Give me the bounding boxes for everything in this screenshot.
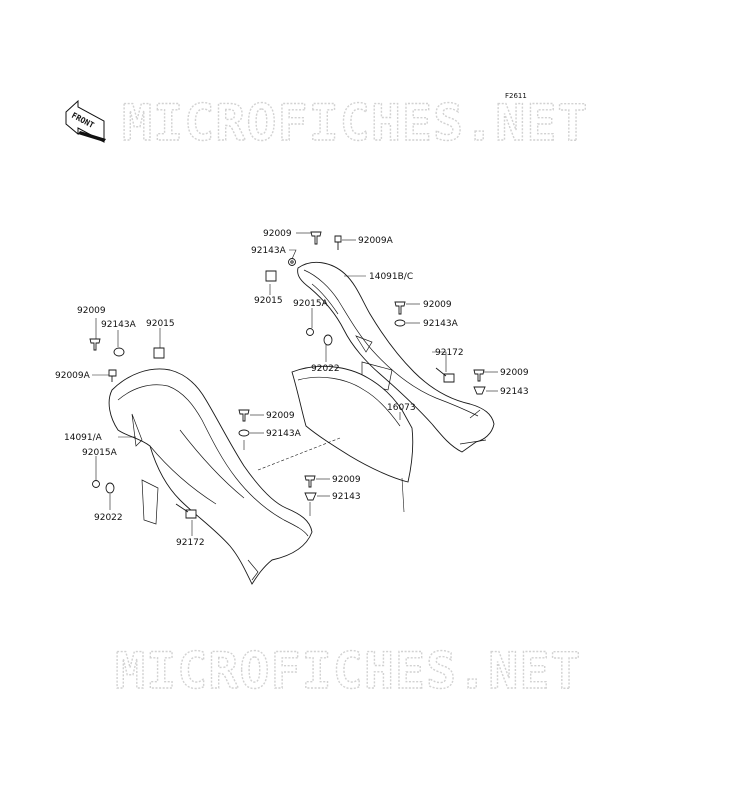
label-14091a: 14091/A xyxy=(64,433,103,443)
label-92009-right-top: 92009 xyxy=(263,229,292,239)
screw-icon xyxy=(304,475,316,488)
label-16073: 16073 xyxy=(387,403,416,413)
clip-icon xyxy=(265,270,277,282)
label-92015a-left: 92015A xyxy=(82,448,118,458)
screw-icon xyxy=(89,338,101,351)
label-14091bc: 14091B/C xyxy=(369,272,413,282)
washer-icon xyxy=(113,347,125,357)
watermark-top: MICROFICHES.NET xyxy=(122,94,589,152)
inner-panel xyxy=(291,365,414,483)
clip-icon xyxy=(153,347,165,359)
label-92009a-left: 92009A xyxy=(55,371,91,381)
label-92172-right: 92172 xyxy=(435,348,464,358)
screw-icon xyxy=(238,409,250,422)
washer-icon xyxy=(394,319,406,327)
label-92172-left: 92172 xyxy=(176,538,205,548)
left-side-cover xyxy=(108,368,313,585)
label-92022-right: 92022 xyxy=(311,364,340,374)
label-92143-right-side: 92143 xyxy=(500,387,529,397)
label-92015-left-top: 92015 xyxy=(146,319,175,329)
label-92015-right: 92015 xyxy=(254,296,283,306)
label-92143a-center-mid: 92143A xyxy=(266,429,302,439)
leader-lines xyxy=(92,232,498,536)
bolt-icon xyxy=(175,503,197,519)
label-92015a-right: 92015A xyxy=(293,299,329,309)
label-92143a-left-top: 92143A xyxy=(101,320,137,330)
bolt-icon xyxy=(435,367,455,383)
nut-icon xyxy=(92,480,100,488)
label-92009a-right-top: 92009A xyxy=(358,236,394,246)
washer-icon xyxy=(288,258,296,266)
label-92009-right-side: 92009 xyxy=(500,368,529,378)
cap-icon xyxy=(473,386,486,395)
washer-icon xyxy=(238,429,250,437)
bolt-icon xyxy=(108,369,117,382)
label-92009-right-mid: 92009 xyxy=(423,300,452,310)
screw-icon xyxy=(473,369,485,382)
washer-icon xyxy=(323,334,333,346)
bolt-icon xyxy=(334,235,342,250)
label-92009-left-top: 92009 xyxy=(77,306,106,316)
screw-icon xyxy=(394,301,406,315)
screw-icon xyxy=(310,231,322,245)
label-92143-center-low: 92143 xyxy=(332,492,361,502)
front-arrow-icon: FRONT xyxy=(65,99,106,143)
label-92009-center-low: 92009 xyxy=(332,475,361,485)
label-92143a-right-top: 92143A xyxy=(251,246,287,256)
nut-icon xyxy=(306,328,314,336)
figure-code: F2611 xyxy=(505,92,527,100)
cap-icon xyxy=(304,492,317,501)
label-92009-center-mid: 92009 xyxy=(266,411,295,421)
right-side-cover xyxy=(297,261,495,453)
watermark-bottom: MICROFICHES.NET xyxy=(115,642,582,700)
label-92143a-right-mid: 92143A xyxy=(423,319,459,329)
washer-icon xyxy=(105,482,115,494)
label-92022-left: 92022 xyxy=(94,513,123,523)
